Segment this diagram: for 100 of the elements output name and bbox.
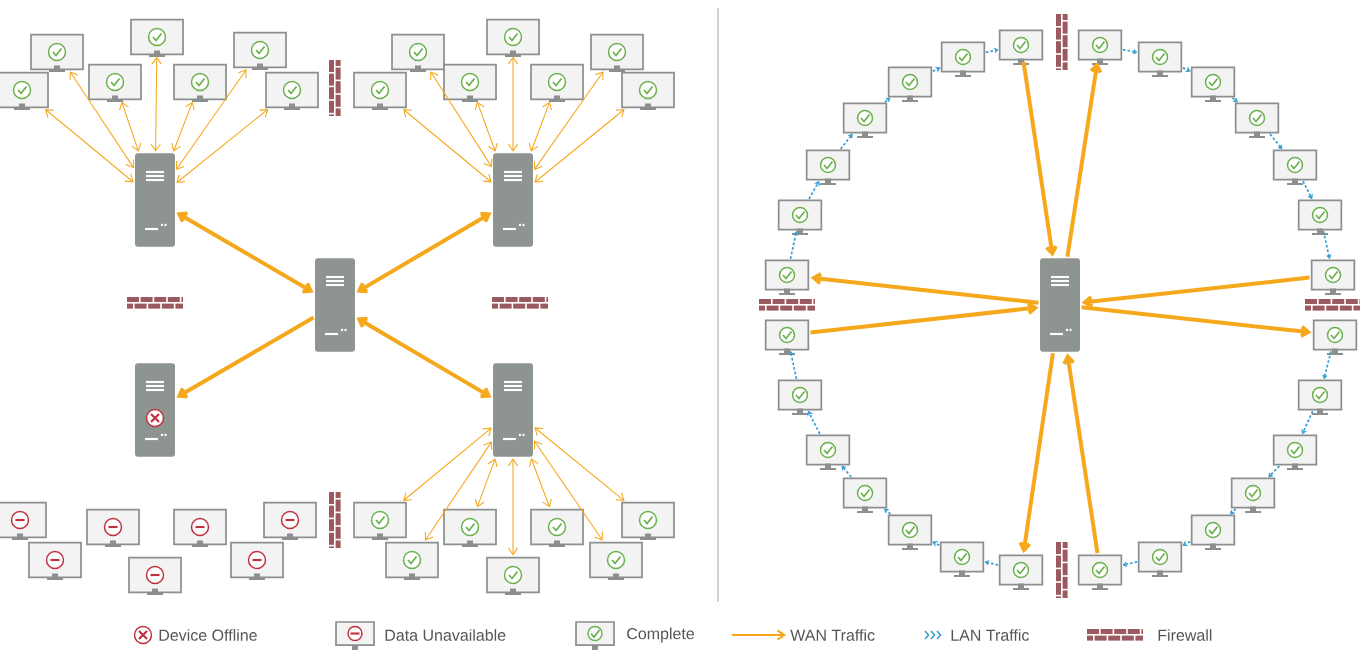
- chevron-arrow: [1322, 230, 1332, 260]
- arrow: [528, 101, 552, 152]
- monitor-icon: [0, 501, 47, 540]
- chevron-arrow: [1122, 48, 1138, 55]
- arrow: [356, 316, 492, 399]
- arrow: [176, 109, 269, 183]
- offline-server-icon: [135, 363, 175, 457]
- chevron-arrow: [788, 350, 798, 380]
- arrow: [176, 69, 247, 170]
- monitor-icon: [764, 259, 810, 295]
- monitor-icon: [764, 319, 810, 355]
- arrow: [45, 109, 134, 183]
- arrow: [507, 56, 519, 152]
- arrow: [176, 315, 315, 399]
- monitor-icon: [998, 554, 1044, 590]
- chevron-arrow: [1269, 133, 1283, 150]
- chevron-arrow: [1301, 410, 1314, 435]
- monitor-icon: [1272, 149, 1318, 185]
- arrow: [1081, 275, 1310, 308]
- monitor-icon: [443, 63, 497, 102]
- monitor-icon: [1310, 259, 1356, 295]
- arrow: [403, 427, 492, 501]
- monitor-icon: [621, 71, 675, 110]
- monitor-icon: [86, 508, 140, 547]
- monitor-icon: [385, 541, 439, 580]
- monitor-icon: [842, 477, 888, 513]
- arrow: [403, 109, 492, 183]
- monitor-icon: [1234, 102, 1280, 138]
- arrow: [171, 101, 195, 152]
- monitor-icon: [805, 434, 851, 470]
- chevron-arrow: [1229, 508, 1237, 515]
- chevron-arrow: [884, 508, 892, 515]
- server-icon: [493, 153, 533, 247]
- arrow: [424, 441, 493, 541]
- monitor-icon: [263, 501, 317, 540]
- arrow: [150, 56, 162, 152]
- chevron-arrow: [884, 97, 891, 103]
- arrow: [119, 101, 142, 152]
- legend-label: Complete: [627, 627, 694, 643]
- monitor-icon: [1077, 29, 1123, 65]
- legend-label: WAN Traffic: [790, 629, 875, 641]
- chevron-arrow: [1302, 180, 1313, 200]
- chevron-arrow: [841, 465, 853, 478]
- chevron-arrow: [808, 180, 820, 200]
- chevron-arrow: [932, 541, 941, 547]
- monitor-icon: [391, 33, 445, 72]
- monitor-icon: [443, 508, 497, 547]
- arrow: [1018, 352, 1055, 554]
- arrow: [528, 458, 552, 508]
- legend-label: Device Offline: [159, 629, 257, 641]
- monitor-icon: [1077, 554, 1123, 590]
- chevron-arrow: [1322, 350, 1332, 380]
- chevron-arrow: [1182, 540, 1192, 547]
- monitor-icon: [1297, 199, 1343, 235]
- monitor-icon: [28, 541, 82, 580]
- server-icon: [1040, 258, 1080, 352]
- monitor-icon: [777, 199, 823, 235]
- monitor-icon: [530, 508, 584, 547]
- legend-label: Firewall: [1158, 629, 1212, 641]
- arrow: [1065, 61, 1103, 258]
- monitor-icon: [230, 541, 284, 580]
- arrow: [1081, 305, 1312, 338]
- monitor-icon: [1230, 477, 1276, 513]
- monitor-icon: [1137, 41, 1183, 77]
- monitor-icon: [30, 33, 84, 72]
- arrow: [176, 211, 314, 294]
- server-icon: [315, 258, 355, 352]
- monitor-icon: [887, 66, 933, 102]
- monitor-icon: [353, 71, 407, 110]
- monitor-icon: [353, 501, 407, 540]
- legend-label: Data Unavailable: [385, 629, 506, 641]
- monitor-icon: [621, 501, 675, 540]
- monitor-icon: [590, 33, 644, 72]
- monitor-icon: [777, 379, 823, 415]
- chevron-arrow: [807, 410, 821, 435]
- chevron-arrow: [839, 133, 853, 150]
- arrow: [534, 71, 604, 171]
- monitor-icon: [173, 63, 227, 102]
- monitor-icon: [805, 149, 851, 185]
- monitor-icon: [1137, 541, 1183, 577]
- chevron-arrow: [931, 66, 941, 73]
- arrow: [534, 427, 625, 501]
- arrow: [1021, 61, 1058, 257]
- chevron-arrow: [1122, 561, 1139, 567]
- monitor-icon: [530, 63, 584, 102]
- monitor-icon: [128, 556, 182, 595]
- monitor-icon: [1272, 434, 1318, 470]
- server-icon: [493, 363, 533, 457]
- monitor-icon: [940, 41, 986, 77]
- chevron-arrow: [1181, 66, 1191, 73]
- monitor-icon: [486, 556, 540, 595]
- chevron-arrow: [1268, 465, 1281, 478]
- arrow: [356, 211, 492, 294]
- monitor-icon: [1190, 514, 1236, 550]
- arrow: [430, 71, 493, 168]
- chevron-arrow: [789, 230, 799, 260]
- arrow: [474, 101, 498, 152]
- monitor-icon: [939, 541, 985, 577]
- arrow: [474, 458, 498, 508]
- arrow: [534, 109, 625, 183]
